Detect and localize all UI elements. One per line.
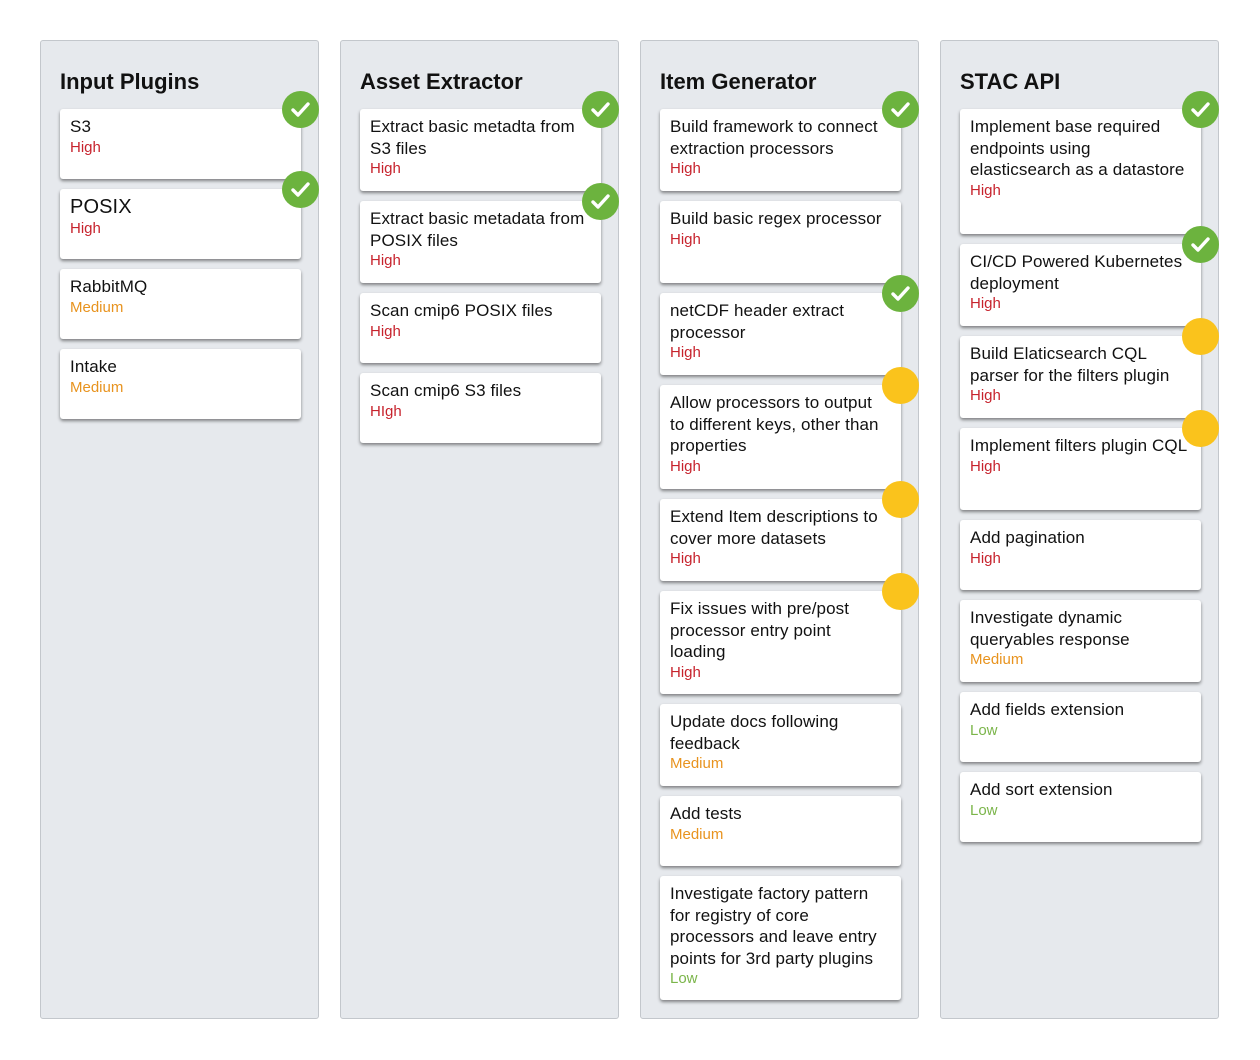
card-priority: High [70,138,101,156]
card[interactable]: Extract basic metadta from S3 files High [360,109,601,191]
card-priority: High [970,457,1001,475]
card[interactable]: Build Elaticsearch CQL parser for the fi… [960,336,1201,418]
card-title: Build Elaticsearch CQL parser for the fi… [970,344,1170,385]
card-priority: High [970,295,1001,313]
card-priority: Medium [70,378,124,396]
card-priority: Low [970,801,998,819]
in-progress-icon [1182,318,1219,355]
card-title: Investigate factory pattern for registry… [670,884,877,968]
card[interactable]: Add sort extension Low [960,772,1201,842]
card[interactable]: Investigate dynamic queryables response … [960,600,1201,682]
card[interactable]: Allow processors to output to different … [660,385,901,489]
card[interactable]: Extract basic metadata from POSIX files … [360,201,601,283]
card-title: Extend Item descriptions to cover more d… [670,507,878,548]
card-priority: High [670,160,701,178]
card-title: Add tests [670,804,742,823]
done-check-icon [282,91,319,128]
card[interactable]: Extend Item descriptions to cover more d… [660,499,901,581]
card-title: Scan cmip6 S3 files [370,381,522,400]
done-check-icon [1182,226,1219,263]
card-title: Add fields extension [970,700,1125,719]
column-title: Asset Extractor [360,69,523,94]
card[interactable]: S3 High [60,109,301,179]
card-priority: High [70,220,101,237]
card-title: Scan cmip6 POSIX files [370,301,553,320]
column-stac-api: STAC API Implement base required endpoin… [940,40,1219,1019]
in-progress-icon [1182,410,1219,447]
done-check-icon [1182,91,1219,128]
card-priority: High [670,344,701,362]
card-priority: High [970,387,1001,405]
card-priority: High [370,160,401,178]
card-priority: High [370,252,401,270]
card-title: Build framework to connect extraction pr… [670,117,878,158]
column-input-plugins: Input Plugins S3 High POSIX High RabbitM… [40,40,319,1019]
card-title: Add sort extension [970,780,1113,799]
card[interactable]: netCDF header extract processor High [660,293,901,375]
card[interactable]: Implement base required endpoints using … [960,109,1201,234]
column-title: STAC API [960,69,1061,94]
column-title: Input Plugins [60,69,200,94]
card[interactable]: Investigate factory pattern for registry… [660,876,901,1000]
card-title: Intake [70,357,117,376]
card-title: Update docs following feedback [670,712,839,753]
card[interactable]: Scan cmip6 S3 files HIgh [360,373,601,443]
card-title: POSIX [70,196,132,218]
card[interactable]: Add fields extension Low [960,692,1201,762]
card-priority: High [670,457,701,475]
card-title: S3 [70,117,91,136]
card[interactable]: RabbitMQ Medium [60,269,301,339]
column-item-generator: Item Generator Build framework to connec… [640,40,919,1019]
in-progress-icon [882,367,919,404]
card-priority: Medium [670,755,724,773]
card[interactable]: Build framework to connect extraction pr… [660,109,901,191]
card-priority: Low [970,721,998,739]
card-priority: High [670,550,701,568]
card[interactable]: Implement filters plugin CQL High [960,428,1201,510]
card-title: Allow processors to output to different … [670,393,879,456]
card-priority: Medium [970,651,1024,669]
card-priority: High [670,663,701,681]
card-title: Extract basic metadata from POSIX files [370,209,585,250]
card-title: CI/CD Powered Kubernetes deployment [970,252,1183,293]
column-asset-extractor: Asset Extractor Extract basic metadta fr… [340,40,619,1019]
card-title: Implement base required endpoints using … [970,117,1185,180]
card-priority: Medium [670,825,724,843]
card-priority: High [970,549,1001,567]
done-check-icon [582,183,619,220]
card-priority: High [970,181,1001,199]
card[interactable]: Scan cmip6 POSIX files High [360,293,601,363]
card[interactable]: Fix issues with pre/post processor entry… [660,591,901,694]
in-progress-icon [882,573,919,610]
card-priority: High [370,322,401,340]
card-title: Build basic regex processor [670,209,882,228]
done-check-icon [882,275,919,312]
card-priority: High [670,230,701,248]
card[interactable]: CI/CD Powered Kubernetes deployment High [960,244,1201,326]
done-check-icon [882,91,919,128]
card-priority: HIgh [370,402,402,420]
card-title: Investigate dynamic queryables response [970,608,1130,649]
card[interactable]: Add pagination High [960,520,1201,590]
card-title: RabbitMQ [70,277,148,296]
card-title: Fix issues with pre/post processor entry… [670,599,850,662]
done-check-icon [282,171,319,208]
in-progress-icon [882,481,919,518]
card[interactable]: Build basic regex processor High [660,201,901,283]
card-title: Implement filters plugin CQL [970,436,1188,455]
card-title: Add pagination [970,528,1085,547]
card-title: netCDF header extract processor [670,301,845,342]
card-priority: Low [670,970,698,988]
card[interactable]: Update docs following feedback Medium [660,704,901,786]
card[interactable]: Intake Medium [60,349,301,419]
card-priority: Medium [70,298,124,316]
card[interactable]: POSIX High [60,189,301,259]
done-check-icon [582,91,619,128]
column-title: Item Generator [660,69,817,94]
card-title: Extract basic metadta from S3 files [370,117,575,158]
card[interactable]: Add tests Medium [660,796,901,866]
